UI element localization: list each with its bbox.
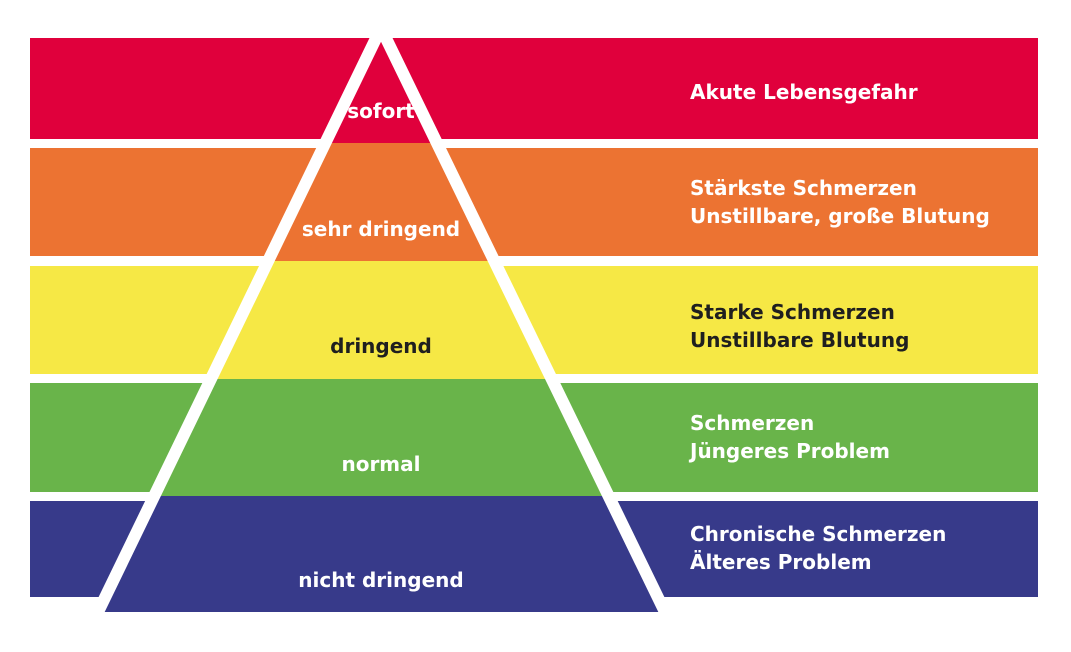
pyramid-segment-3 xyxy=(154,379,609,496)
pyramid-segment-1 xyxy=(268,143,495,261)
band-0-description-line-0: Akute Lebensgefahr xyxy=(690,80,918,104)
band-1 xyxy=(30,148,1038,256)
band-3-description-line-1: Jüngeres Problem xyxy=(688,439,890,463)
pyramid-segment-0 xyxy=(325,28,437,143)
band-4-description-line-0: Chronische Schmerzen xyxy=(690,522,946,546)
pyramid-label-3: normal xyxy=(341,452,420,476)
pyramid-outline-gap xyxy=(92,14,671,615)
pyramid-segment-2 xyxy=(210,261,552,379)
pyramid-label-1: sehr dringend xyxy=(302,217,460,241)
band-3-description-line-0: Schmerzen xyxy=(690,411,814,435)
band-texts: sofort sehr dringend dringend normal nicht d… xyxy=(298,80,990,592)
band-2-description-line-1: Unstillbare Blutung xyxy=(690,328,909,352)
pyramid-segment-4 xyxy=(98,496,665,612)
band-4-description-line-1: Älteres Problem xyxy=(690,550,872,574)
band-2-description-line-0: Starke Schmerzen xyxy=(690,300,895,324)
pyramid-label-4: nicht dringend xyxy=(298,568,463,592)
band-0 xyxy=(30,38,1038,139)
pyramid-label-2: dringend xyxy=(330,334,432,358)
pyramid-label-0: sofort xyxy=(347,99,415,123)
band-1-description-line-0: Stärkste Schmerzen xyxy=(690,176,917,200)
band-1-description-line-1: Unstillbare, große Blutung xyxy=(690,204,990,228)
